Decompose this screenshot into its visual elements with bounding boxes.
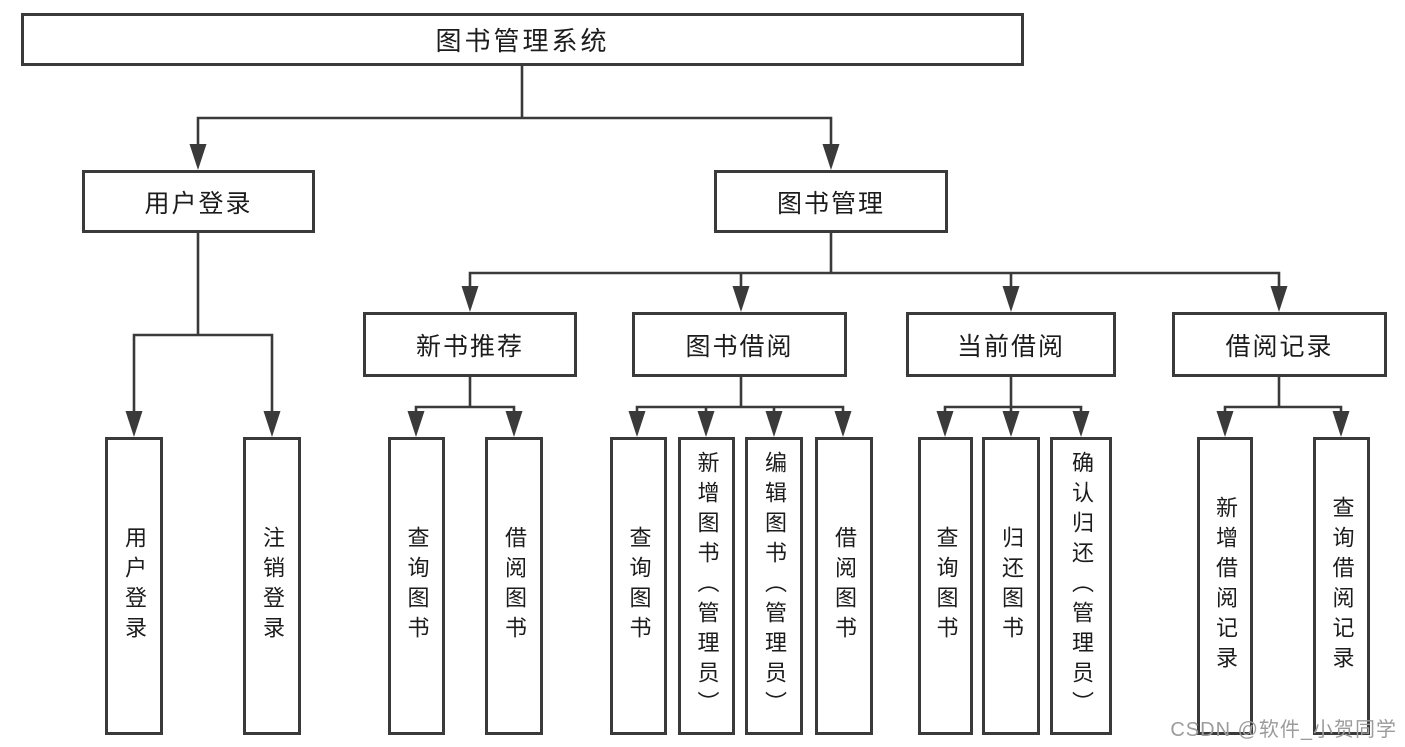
node-user-login: 用户登录 <box>82 170 315 233</box>
arrowhead-icon <box>125 411 143 437</box>
node-current-borrow-label: 当前借阅 <box>956 332 1065 361</box>
node-leaf-add-book-label: 新增图书（管理员） <box>694 451 720 721</box>
node-leaf-confirm-return-label: 确认归还（管理员） <box>1069 451 1094 721</box>
node-leaf-return-book: 归还图书 <box>982 437 1040 735</box>
arrowhead-icon <box>407 411 425 437</box>
edges-book-mgmt-to-level3 <box>461 231 1288 312</box>
arrowhead-icon <box>936 411 954 437</box>
node-leaf-add-book: 新增图书（管理员） <box>678 437 735 735</box>
node-leaf-user-login: 用户登录 <box>105 437 163 735</box>
edge-line <box>414 375 516 417</box>
node-leaf-borrow-book-a-label: 借阅图书 <box>502 526 527 646</box>
node-user-login-label: 用户登录 <box>144 189 253 218</box>
arrowhead-icon <box>461 286 479 312</box>
node-leaf-query-book-b-label: 查询图书 <box>626 526 652 646</box>
edges-root-to-level2 <box>189 64 840 170</box>
node-current-borrow: 当前借阅 <box>906 312 1116 377</box>
node-leaf-query-book-b: 查询图书 <box>610 437 667 735</box>
edges-borrow-record-to-leaves <box>1216 375 1350 437</box>
edge-line <box>196 64 833 150</box>
node-leaf-add-record: 新增借阅记录 <box>1197 437 1253 735</box>
node-book-mgmt-label: 图书管理 <box>776 189 885 218</box>
arrowhead-icon <box>189 144 207 170</box>
edge-line <box>132 231 274 417</box>
node-borrow-record: 借阅记录 <box>1172 312 1387 377</box>
arrowhead-icon <box>1002 411 1020 437</box>
node-leaf-query-book-a: 查询图书 <box>388 437 445 735</box>
node-leaf-query-book-c-label: 查询图书 <box>933 526 959 646</box>
node-leaf-borrow-book-b-label: 借阅图书 <box>832 526 857 646</box>
edges-new-book-rec-to-leaves <box>407 375 523 437</box>
node-leaf-borrow-book-a: 借阅图书 <box>485 437 543 735</box>
node-leaf-edit-book-label: 编辑图书（管理员） <box>762 451 787 721</box>
node-leaf-add-record-label: 新增借阅记录 <box>1213 496 1238 676</box>
node-leaf-query-record-label: 查询借阅记录 <box>1329 496 1355 676</box>
edges-user-login-to-leaves <box>125 231 281 437</box>
node-leaf-confirm-return: 确认归还（管理员） <box>1050 437 1112 735</box>
node-book-borrow: 图书借阅 <box>632 312 847 377</box>
arrowhead-icon <box>263 411 281 437</box>
node-borrow-record-label: 借阅记录 <box>1225 332 1334 361</box>
node-new-book-rec-label: 新书推荐 <box>415 332 524 361</box>
arrowhead-icon <box>697 411 715 437</box>
arrowhead-icon <box>1332 411 1350 437</box>
arrowhead-icon <box>1216 411 1234 437</box>
edges-book-borrow-to-leaves <box>628 375 852 437</box>
arrowhead-icon <box>822 144 840 170</box>
arrowhead-icon <box>765 411 783 437</box>
edges-current-borrow-to-leaves <box>936 375 1090 437</box>
node-leaf-user-login-label: 用户登录 <box>122 526 147 646</box>
arrowhead-icon <box>834 411 852 437</box>
node-book-mgmt: 图书管理 <box>714 170 948 233</box>
arrowhead-icon <box>1072 411 1090 437</box>
node-leaf-query-record: 查询借阅记录 <box>1313 437 1370 735</box>
arrowhead-icon <box>505 411 523 437</box>
edge-line <box>635 375 845 417</box>
node-leaf-query-book-c: 查询图书 <box>918 437 973 735</box>
watermark: CSDN @软件_小贺同学 <box>1170 719 1397 741</box>
node-leaf-return-book-label: 归还图书 <box>999 526 1024 646</box>
arrowhead-icon <box>1270 286 1288 312</box>
node-book-borrow-label: 图书借阅 <box>685 332 794 361</box>
edge-line <box>943 375 1083 417</box>
node-leaf-query-book-a-label: 查询图书 <box>404 526 430 646</box>
node-new-book-rec: 新书推荐 <box>363 312 577 377</box>
node-root-label: 图书管理系统 <box>435 26 610 56</box>
node-leaf-logout-label: 注销登录 <box>260 526 285 646</box>
node-leaf-borrow-book-b: 借阅图书 <box>815 437 873 735</box>
edge-line <box>1223 375 1343 417</box>
arrowhead-icon <box>1002 286 1020 312</box>
edge-line <box>468 231 1281 292</box>
node-root: 图书管理系统 <box>21 13 1024 66</box>
node-leaf-logout: 注销登录 <box>243 437 301 735</box>
arrowhead-icon <box>732 286 750 312</box>
node-leaf-edit-book: 编辑图书（管理员） <box>745 437 803 735</box>
arrowhead-icon <box>628 411 646 437</box>
